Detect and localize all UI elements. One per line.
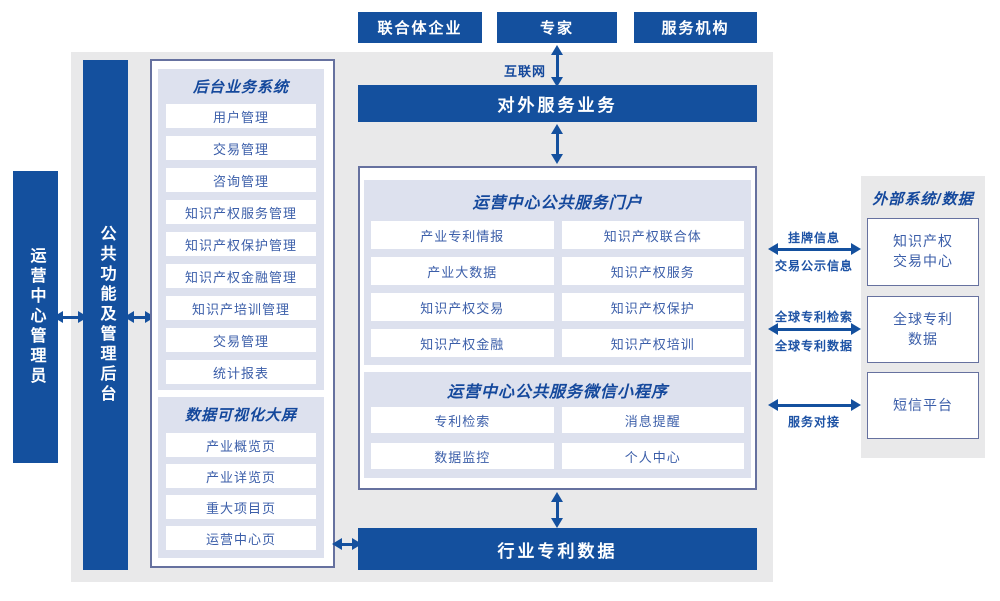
double-arrow-internet-icon xyxy=(551,45,563,87)
miniprogram-title: 运营中心公共服务微信小程序 xyxy=(446,384,668,401)
double-arrow-service-portal-icon xyxy=(551,124,563,164)
system-item: 统计报表 xyxy=(166,360,316,384)
portal-item: 知识产权金融 xyxy=(371,329,554,357)
double-arrow-dashboard-data-icon xyxy=(332,538,362,550)
actor-box-agency: 服务机构 xyxy=(634,12,757,43)
external-service-bar: 对外服务业务 xyxy=(358,85,757,122)
actor-box-consortium: 联合体企业 xyxy=(358,12,482,43)
double-arrow-backend-system-icon xyxy=(124,311,155,323)
system-item: 交易管理 xyxy=(166,328,316,352)
industry-data-bar: 行业专利数据 xyxy=(358,528,757,570)
dashboard-title: 数据可视化大屏 xyxy=(184,407,297,424)
system-item: 咨询管理 xyxy=(166,168,316,192)
miniprogram-item: 专利检索 xyxy=(371,407,554,433)
actor-box-expert: 专家 xyxy=(497,12,617,43)
miniprogram-panel: 运营中心公共服务微信小程序 专利检索 消息提醒 数据监控 个人中心 xyxy=(364,372,751,478)
external-box-line: 短信平台 xyxy=(893,396,953,413)
double-arrow-admin-backend-icon xyxy=(53,311,88,323)
portal-item: 知识产权交易 xyxy=(371,293,554,321)
system-item: 知识产权保护管理 xyxy=(166,232,316,256)
double-arrow-sms-icon xyxy=(768,399,861,411)
external-box-line: 数据 xyxy=(908,330,938,347)
dashboard-item: 运营中心页 xyxy=(166,526,316,550)
external-box-global-patent: 全球专利 数据 xyxy=(867,296,979,363)
portal-item: 知识产权服务 xyxy=(561,257,744,285)
dashboard-panel: 数据可视化大屏 产业概览页 产业详览页 重大项目页 运营中心页 xyxy=(158,397,324,558)
portal-item: 知识产权保护 xyxy=(561,293,744,321)
dashboard-item: 重大项目页 xyxy=(166,495,316,519)
system-item: 知识产权金融管理 xyxy=(166,264,316,288)
admin-vertical-bar: 运营中心管理员 xyxy=(13,171,58,463)
double-arrow-patent-icon xyxy=(768,323,861,335)
external-box-line: 交易中心 xyxy=(893,253,953,269)
conn-label-service-bottom: 服务对接 xyxy=(787,415,840,429)
conn-label-listing-top: 挂牌信息 xyxy=(787,231,840,245)
dashboard-item: 产业概览页 xyxy=(166,433,316,457)
portal-item: 知识产权联合体 xyxy=(561,221,744,249)
portal-item: 产业专利情报 xyxy=(371,221,554,249)
system-item: 知识产培训管理 xyxy=(166,296,316,320)
portal-panel: 运营中心公共服务门户 产业专利情报 知识产权联合体 产业大数据 知识产权服务 知… xyxy=(364,180,751,365)
conn-label-listing-bottom: 交易公示信息 xyxy=(774,259,853,273)
backend-system-title: 后台业务系统 xyxy=(192,79,289,96)
portal-item: 知识产权培训 xyxy=(561,329,744,357)
conn-label-patent-top: 全球专利检索 xyxy=(774,310,853,324)
external-box-line: 全球专利 xyxy=(893,310,953,327)
conn-label-patent-bottom: 全球专利数据 xyxy=(774,339,853,353)
external-box-trade-center: 知识产权 交易中心 xyxy=(867,218,979,286)
system-item: 交易管理 xyxy=(166,136,316,160)
system-item: 用户管理 xyxy=(166,104,316,128)
backend-vertical-bar: 公共功能及管理后台 xyxy=(83,60,128,570)
external-box-line: 知识产权 xyxy=(893,233,953,250)
double-arrow-portal-data-icon xyxy=(551,492,563,528)
portal-item: 产业大数据 xyxy=(371,257,554,285)
miniprogram-item: 数据监控 xyxy=(371,443,554,469)
external-box-sms: 短信平台 xyxy=(867,372,979,439)
miniprogram-item: 消息提醒 xyxy=(561,407,744,433)
internet-label: 互联网 xyxy=(503,64,546,79)
double-arrow-listing-icon xyxy=(768,243,861,255)
miniprogram-item: 个人中心 xyxy=(561,443,744,469)
backend-system-panel: 后台业务系统 用户管理 交易管理 咨询管理 知识产权服务管理 知识产权保护管理 … xyxy=(158,69,324,390)
system-item: 知识产权服务管理 xyxy=(166,200,316,224)
portal-title: 运营中心公共服务门户 xyxy=(472,195,643,212)
dashboard-item: 产业详览页 xyxy=(166,464,316,488)
external-title: 外部系统/数据 xyxy=(872,191,974,208)
